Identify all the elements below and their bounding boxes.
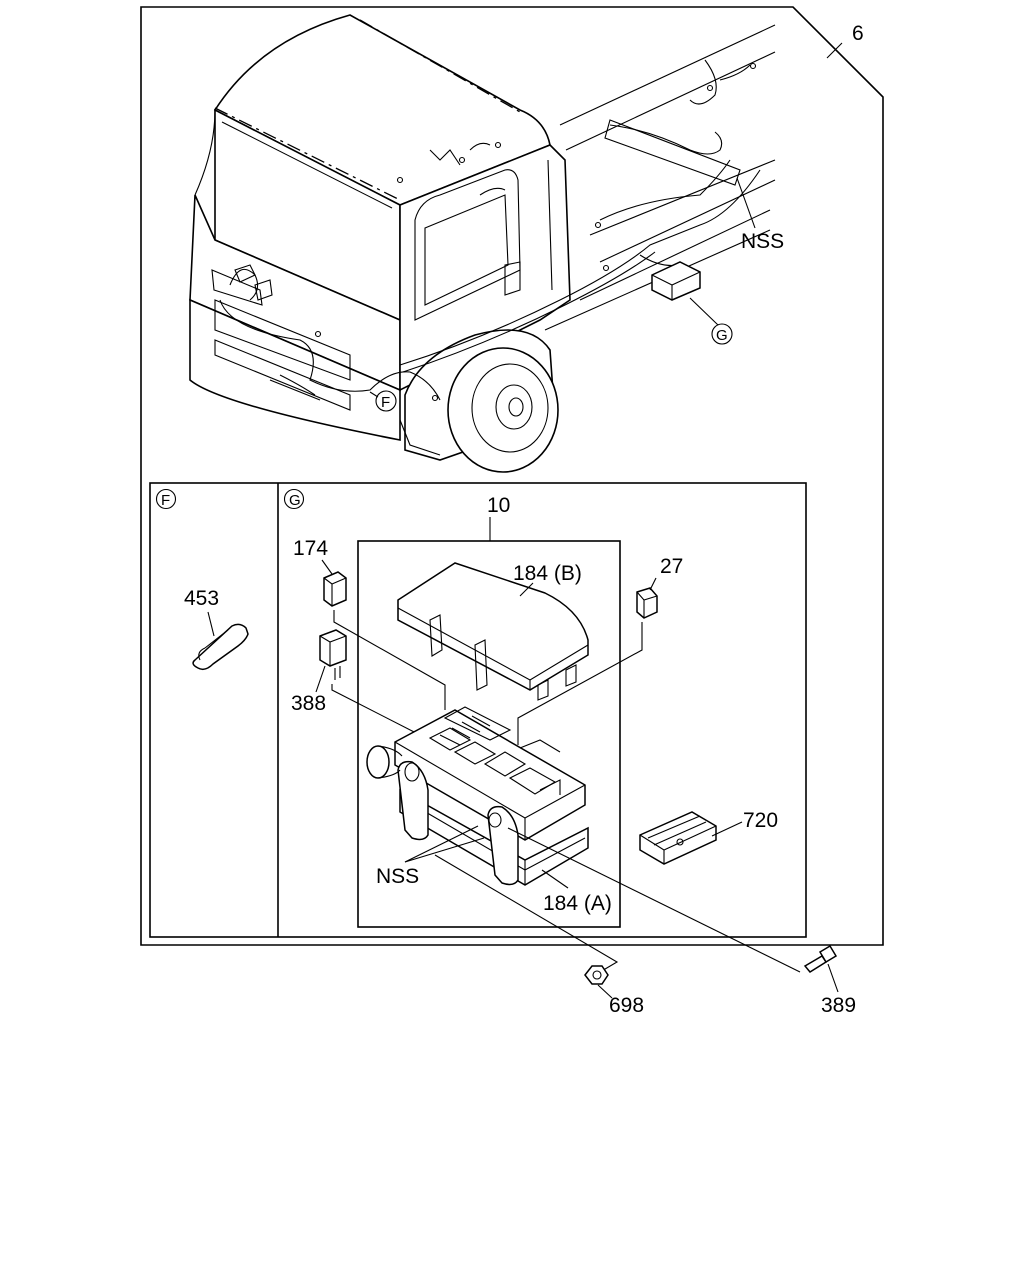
callout-10: 10 — [487, 494, 510, 517]
detail-panels-frame — [149, 482, 807, 938]
callout-g-top: G — [716, 327, 728, 344]
fuse-box-cover — [397, 562, 589, 701]
fuse-box-base — [366, 706, 589, 886]
nut-698 — [584, 965, 609, 985]
panel-f: F 453 — [155, 488, 249, 671]
bracket-720 — [639, 811, 717, 865]
callout-184a: 184 (A) — [543, 892, 612, 915]
assembly-border — [140, 6, 884, 946]
callout-174: 174 — [293, 537, 328, 560]
panel-f-label: F — [161, 492, 170, 509]
callout-6: 6 — [852, 22, 864, 45]
callout-698: 698 — [609, 994, 644, 1017]
panel-g-label: G — [289, 492, 301, 509]
bolt-389 — [803, 944, 838, 973]
truck-illustration — [189, 14, 776, 473]
callout-f-top: F — [381, 394, 390, 411]
callout-184b: 184 (B) — [513, 562, 582, 585]
callout-389: 389 — [821, 994, 856, 1017]
callout-388: 388 — [291, 692, 326, 715]
callout-720: 720 — [743, 809, 778, 832]
callout-nss-top: NSS — [741, 230, 784, 253]
callout-27: 27 — [660, 555, 683, 578]
callout-nss-bottom: NSS — [376, 865, 419, 888]
panel-g: G 10 184 (B) 174 388 — [283, 488, 778, 928]
callout-453: 453 — [184, 587, 219, 610]
